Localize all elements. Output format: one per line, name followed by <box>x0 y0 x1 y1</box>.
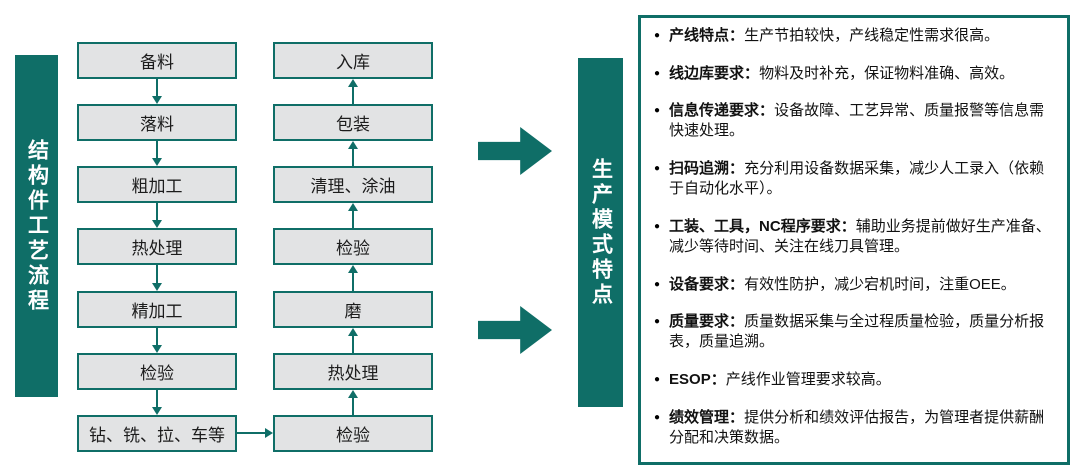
item-text: 辅助业务提前做好生产准备、减少等待时间、关注在线刀具管理。 <box>669 217 1051 255</box>
item-text: 生产节拍较快，产线稳定性需求很高。 <box>744 27 1000 44</box>
arrow-up-icon <box>348 141 358 149</box>
left-title-bar: 结构件工艺流程 <box>15 55 58 397</box>
arrow-down-icon <box>152 96 162 104</box>
item-label: 绩效管理： <box>669 408 745 426</box>
list-item: ● 工装、工具，NC程序要求：辅助业务提前做好生产准备、减少等待时间、关注在线刀具… <box>651 217 1057 258</box>
item-label: 产线特点： <box>669 27 745 44</box>
arrow-up-icon <box>348 265 358 273</box>
right-title-text: 生产模式特点 <box>589 157 613 308</box>
flow-step-label: 磨 <box>344 302 362 321</box>
flow-step-rough-machining: 粗加工 <box>77 166 237 203</box>
arrow-up-icon <box>348 390 358 398</box>
right-title-bar: 生产模式特点 <box>578 58 623 407</box>
characteristics-panel: ● 产线特点：生产节拍较快，产线稳定性需求很高。 ● 线边库要求：物料及时补充，保证… <box>638 15 1070 465</box>
flow-arrow-down <box>151 390 163 415</box>
flow-step-label: 精加工 <box>131 302 183 321</box>
arrow-right-icon <box>265 428 273 438</box>
flow-step-heat-treatment-2: 热处理 <box>273 353 433 390</box>
bullet-icon: ● <box>654 30 661 41</box>
arrow-up-icon <box>348 79 358 87</box>
flow-step-label: 清理、涂油 <box>310 177 396 196</box>
flow-step-label: 入库 <box>336 53 370 72</box>
bullet-icon: ● <box>654 411 661 423</box>
flow-arrow-up <box>347 203 359 228</box>
bullet-icon: ● <box>654 278 661 290</box>
item-text: 设备故障、工艺异常、质量报警等信息需快速处理。 <box>669 102 1045 140</box>
item-text: 质量数据采集与全过程质量检验，质量分析报表，质量追溯。 <box>669 313 1045 351</box>
list-item: ● 线边库要求：物料及时补充，保证物料准确、高效。 <box>651 64 1057 84</box>
flow-step-label: 检验 <box>140 364 174 383</box>
list-item: ● 设备要求：有效性防护，减少宕机时间，注重OEE。 <box>651 275 1057 295</box>
item-label: 工装、工具，NC程序要求： <box>669 217 856 235</box>
list-item: ● ESOP：产线作业管理要求较高。 <box>651 370 1057 390</box>
flow-step-label: 粗加工 <box>131 177 183 196</box>
flow-arrow-up <box>347 79 359 104</box>
list-item: ● 信息传递要求：设备故障、工艺异常、质量报警等信息需快速处理。 <box>651 101 1057 142</box>
flow-step-drill-mill-broach-turn: 钻、铣、拉、车等 <box>77 415 237 452</box>
bullet-icon: ● <box>654 220 661 232</box>
flow-step-inspection-2: 检验 <box>273 228 433 265</box>
flow-step-label: 检验 <box>336 239 370 258</box>
flow-step-heat-treatment-1: 热处理 <box>77 228 237 265</box>
flow-step-label: 钻、铣、拉、车等 <box>89 426 225 445</box>
flow-arrow-up <box>347 141 359 166</box>
item-label: 扫码追溯： <box>669 159 745 177</box>
flow-arrow-up <box>347 265 359 291</box>
flow-arrow-down <box>151 141 163 166</box>
bullet-icon: ● <box>654 105 661 117</box>
flow-step-cleaning-oiling: 清理、涂油 <box>273 166 433 203</box>
flow-step-warehousing: 入库 <box>273 42 433 79</box>
flow-arrow-down <box>151 328 163 353</box>
left-title-text: 结构件工艺流程 <box>25 138 49 314</box>
item-text: 提供分析和绩效评估报告，为管理者提供薪酬分配和决策数据。 <box>669 408 1045 446</box>
arrow-up-icon <box>348 328 358 336</box>
item-label: 设备要求： <box>669 275 745 293</box>
item-text: 有效性防护，减少宕机时间，注重OEE。 <box>744 275 1016 293</box>
bullet-icon: ● <box>654 316 661 328</box>
flow-step-label: 热处理 <box>327 364 379 383</box>
flow-step-prepare-material: 备料 <box>77 42 237 79</box>
item-label: 线边库要求： <box>669 64 760 82</box>
flow-arrow-right <box>237 427 273 439</box>
bullet-icon: ● <box>654 67 661 79</box>
flow-step-label: 包装 <box>336 115 370 134</box>
list-item: ● 绩效管理：提供分析和绩效评估报告，为管理者提供薪酬分配和决策数据。 <box>651 408 1057 449</box>
list-item: ● 产线特点：生产节拍较快，产线稳定性需求很高。 <box>651 26 1057 46</box>
flow-arrow-down <box>151 203 163 228</box>
flow-arrow-up <box>347 328 359 353</box>
arrow-down-icon <box>152 345 162 353</box>
item-label: ESOP： <box>669 370 726 388</box>
flow-arrow-down <box>151 79 163 104</box>
arrow-down-icon <box>152 220 162 228</box>
arrow-up-icon <box>348 203 358 211</box>
list-item: ● 扫码追溯：充分利用设备数据采集，减少人工录入（依赖于自动化水平）。 <box>651 159 1057 200</box>
big-right-arrow-bottom-icon <box>478 306 552 354</box>
flow-step-label: 检验 <box>336 426 370 445</box>
arrow-down-icon <box>152 407 162 415</box>
flow-arrow-down <box>151 265 163 291</box>
arrow-down-icon <box>152 158 162 166</box>
flow-step-packaging: 包装 <box>273 104 433 141</box>
flow-step-inspection-1: 检验 <box>77 353 237 390</box>
flow-step-label: 备料 <box>140 53 174 72</box>
item-label: 信息传递要求： <box>669 102 775 120</box>
flow-step-label: 落料 <box>140 115 174 134</box>
item-text: 充分利用设备数据采集，减少人工录入（依赖于自动化水平）。 <box>669 159 1045 198</box>
flow-step-finish-machining: 精加工 <box>77 291 237 328</box>
bullet-icon: ● <box>654 373 661 385</box>
flow-step-label: 热处理 <box>131 239 183 258</box>
flow-step-grinding: 磨 <box>273 291 433 328</box>
item-text: 物料及时补充，保证物料准确、高效。 <box>759 64 1015 82</box>
flow-step-blanking: 落料 <box>77 104 237 141</box>
big-right-arrow-top-icon <box>478 127 552 175</box>
arrow-down-icon <box>152 283 162 291</box>
bullet-icon: ● <box>654 162 661 174</box>
item-text: 产线作业管理要求较高。 <box>725 370 891 388</box>
flow-arrow-up <box>347 390 359 415</box>
flow-step-inspection-3: 检验 <box>273 415 433 452</box>
list-item: ● 质量要求：质量数据采集与全过程质量检验，质量分析报表，质量追溯。 <box>651 312 1057 353</box>
item-label: 质量要求： <box>669 313 745 331</box>
